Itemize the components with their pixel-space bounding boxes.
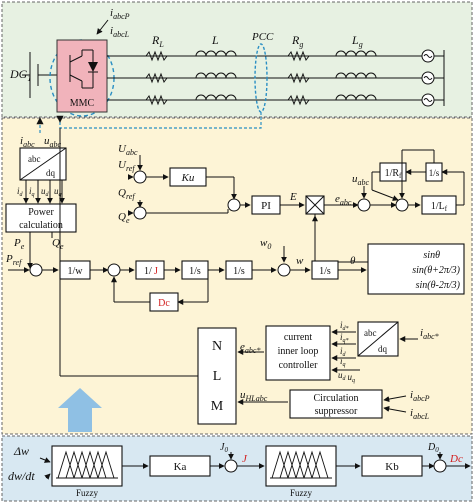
power-circuit: DG1 MMC iabcP iabcL RL — [9, 7, 445, 133]
svg-text:Dc: Dc — [158, 298, 170, 309]
svg-text:PI: PI — [261, 200, 271, 212]
svg-text:1/w: 1/w — [68, 266, 84, 277]
fuzzy-block-1 — [51, 445, 123, 487]
svg-text:Circulation: Circulation — [314, 393, 359, 404]
svg-text:id: id — [340, 346, 347, 358]
svg-text:uHLabc: uHLabc — [240, 389, 268, 403]
svg-text:Uabc: Uabc — [118, 143, 138, 157]
svg-text:abc: abc — [364, 328, 377, 338]
svg-text:dw/dt: dw/dt — [8, 469, 35, 483]
svg-text:iabcP: iabcP — [410, 389, 430, 403]
svg-text:1/Rf: 1/Rf — [385, 168, 402, 180]
svg-text:Fuzzy: Fuzzy — [76, 488, 98, 498]
svg-text:Fuzzy: Fuzzy — [290, 488, 312, 498]
svg-text:Kb: Kb — [385, 461, 399, 473]
svg-text:w0: w0 — [260, 237, 271, 251]
rl-label: RL — [151, 33, 164, 49]
uabc-top-label: uabc — [44, 135, 62, 149]
svg-text:N: N — [212, 339, 222, 354]
svg-text:J0: J0 — [220, 442, 228, 454]
pcc-label: PCC — [251, 31, 274, 43]
fuzzy-to-control-arrow — [58, 388, 102, 432]
svg-text:controller: controller — [279, 360, 319, 371]
svg-text:w: w — [296, 255, 304, 267]
svg-text:1/: 1/ — [144, 266, 152, 277]
circulation-suppressor-block — [289, 389, 383, 419]
svg-text:sinθ: sinθ — [423, 250, 440, 261]
current-inner-loop-controller — [265, 325, 331, 381]
rg-label: Rg — [291, 33, 303, 49]
fuzzy-section: Δw dw/dt Fuzzy Ka J0 J Fuzzy Kb — [8, 442, 471, 498]
svg-text:Ku: Ku — [181, 172, 195, 184]
svg-text:Pref: Pref — [5, 253, 23, 267]
svg-text:1/Lf: 1/Lf — [431, 201, 448, 213]
svg-text:Pe: Pe — [13, 237, 25, 251]
svg-text:iq: iq — [340, 356, 346, 368]
iabcp-label: iabcP — [110, 7, 130, 21]
svg-text:uabc: uabc — [352, 173, 370, 187]
svg-text:iabc*: iabc* — [420, 327, 439, 341]
iabcl-label: iabcL — [110, 25, 130, 39]
svg-text:Δw: Δw — [13, 444, 29, 458]
svg-text:dq: dq — [46, 168, 56, 178]
svg-text:abc: abc — [28, 154, 41, 164]
svg-text:1/s: 1/s — [429, 168, 440, 178]
svg-text:M: M — [211, 399, 224, 414]
svg-text:inner loop: inner loop — [278, 346, 319, 357]
svg-text:1/s: 1/s — [233, 266, 245, 277]
fuzzy-block-2 — [265, 445, 337, 487]
lg-label: Lg — [351, 33, 363, 49]
dg-label: DG1 — [9, 67, 31, 83]
svg-text:sin(θ+2π/3): sin(θ+2π/3) — [412, 265, 460, 276]
svg-text:eabc: eabc — [335, 193, 352, 207]
sum-node-e — [227, 198, 241, 212]
svg-text:Power: Power — [28, 207, 54, 218]
svg-text:Uref: Uref — [118, 159, 136, 173]
svg-text:id*: id* — [340, 320, 349, 332]
svg-text:1/s: 1/s — [189, 266, 201, 277]
svg-text:ud: ud — [41, 186, 50, 198]
control-section: iabc uabc abc dq id iq ud uq Power calcu… — [5, 128, 465, 432]
svg-text:L: L — [213, 369, 222, 384]
svg-text:eabc*: eabc* — [240, 341, 260, 355]
svg-text:J: J — [154, 266, 158, 277]
svg-text:suppressor: suppressor — [315, 406, 358, 417]
svg-text:sin(θ-2π/3): sin(θ-2π/3) — [416, 280, 461, 291]
svg-text:θ: θ — [350, 255, 356, 267]
svg-text:1/s: 1/s — [319, 266, 331, 277]
svg-text:id: id — [17, 186, 24, 198]
svg-text:Ka: Ka — [174, 461, 187, 473]
power-calculation-block — [5, 203, 77, 233]
svg-text:dq: dq — [378, 344, 388, 354]
l-label: L — [211, 33, 219, 47]
mmc-label: MMC — [70, 98, 95, 109]
svg-text:E: E — [289, 191, 297, 203]
svg-text:Qe: Qe — [52, 237, 64, 251]
svg-text:Qe: Qe — [118, 211, 130, 225]
svg-text:J: J — [242, 453, 248, 465]
svg-text:Qref: Qref — [118, 187, 136, 201]
sin-block — [367, 243, 465, 295]
svg-text:iq: iq — [29, 186, 35, 198]
svg-text:iabcL: iabcL — [410, 407, 430, 421]
svg-text:iq*: iq* — [340, 332, 349, 344]
svg-text:calculation: calculation — [19, 220, 63, 231]
svg-text:current: current — [284, 332, 313, 343]
svg-text:D0: D0 — [427, 442, 439, 454]
iabc-label: iabc — [20, 135, 35, 149]
svg-text:Dc: Dc — [449, 453, 463, 465]
